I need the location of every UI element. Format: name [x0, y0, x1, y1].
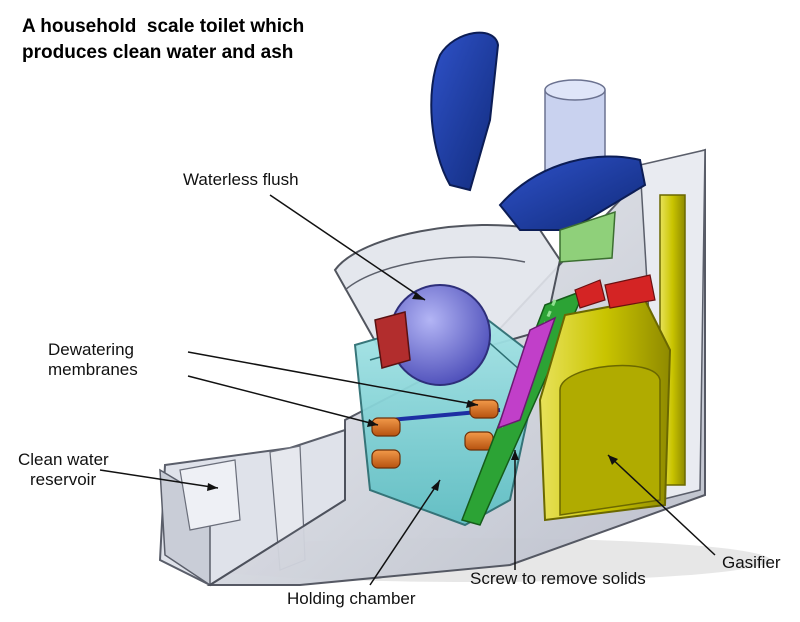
label-waterless-flush: Waterless flush [183, 170, 299, 189]
label-holding-chamber: Holding chamber [287, 589, 416, 608]
diagram-title: A household scale toilet which produces … [22, 14, 304, 66]
clean-water-reservoir [158, 428, 346, 587]
arrow-heads [207, 292, 618, 491]
toilet-lid [430, 31, 647, 231]
leader-dewatering-2 [187, 375, 379, 426]
label-gasifier: Gasifier [722, 553, 781, 572]
label-dewatering-line1: Dewatering [48, 340, 134, 359]
leader-lines [99, 194, 716, 586]
gasifier [538, 194, 686, 522]
leader-waterless-flush [269, 194, 426, 301]
title-line-2: produces clean water and ash [22, 42, 294, 63]
leader-dewatering-1 [187, 351, 479, 406]
leader-clean-water [99, 469, 219, 489]
title-line-1: A household scale toilet which [22, 16, 305, 37]
label-clean-water-reservoir: Clean water reservoir [18, 450, 109, 490]
label-clean-water-line2: reservoir [30, 470, 97, 489]
dewatering-membranes [371, 399, 499, 469]
waterless-flush [374, 284, 491, 386]
green-block [559, 210, 616, 263]
leader-holding [369, 479, 441, 586]
leader-gasifier [607, 454, 716, 556]
label-dewatering-membranes: Dewatering membranes [48, 340, 138, 380]
label-screw: Screw to remove solids [470, 569, 646, 588]
label-dewatering-line2: membranes [48, 360, 138, 379]
label-clean-water-line1: Clean water [18, 450, 109, 469]
